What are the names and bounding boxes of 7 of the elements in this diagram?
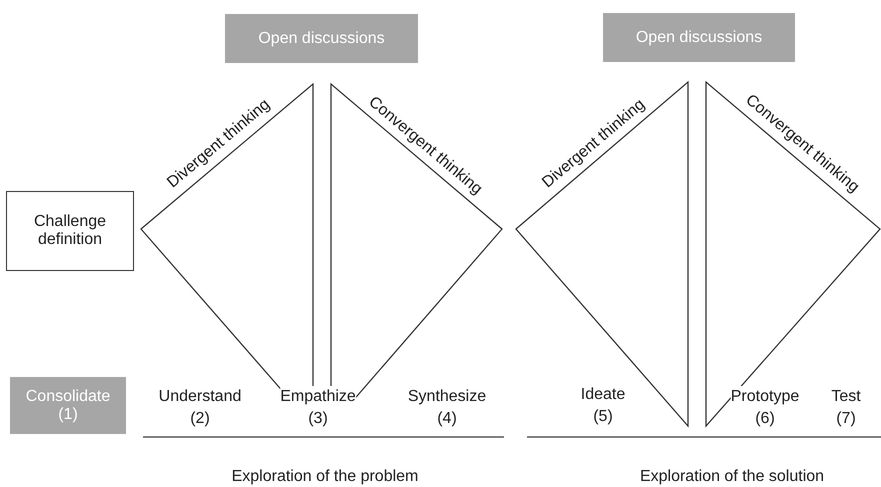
discussion-banner: Open discussions bbox=[603, 13, 795, 62]
consolidate-box: Consolidate (1) bbox=[10, 377, 126, 434]
challenge-box: Challenge definition bbox=[6, 191, 134, 271]
discussion-banner: Open discussions bbox=[225, 14, 418, 63]
phase-caption: Exploration of the solution bbox=[640, 466, 824, 487]
step-label: Empathize (3) bbox=[280, 386, 356, 430]
phase-caption: Exploration of the problem bbox=[232, 466, 418, 487]
